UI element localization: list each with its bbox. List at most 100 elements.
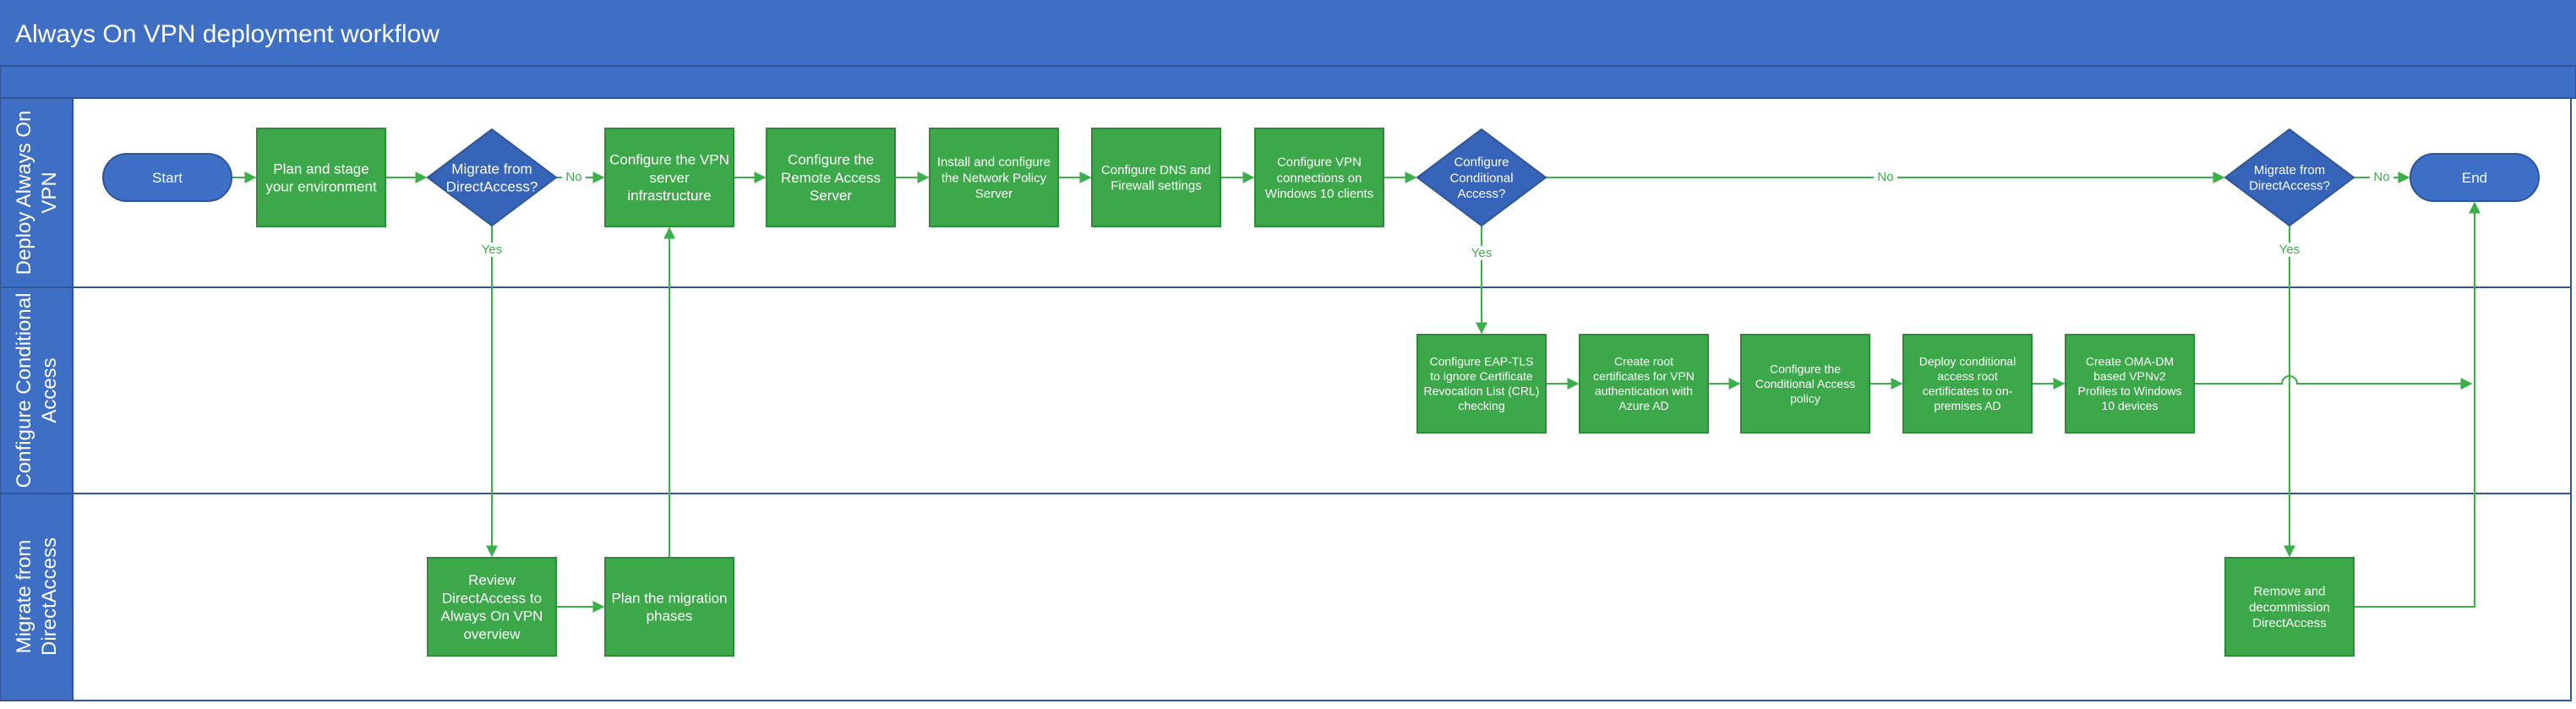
label-no-q2-bg bbox=[2370, 170, 2393, 184]
page-title: Always On VPN deployment workflow bbox=[15, 20, 439, 48]
label-no-q1-bg bbox=[562, 170, 586, 184]
start-node: Start bbox=[102, 153, 232, 202]
eap-tls-label-line: Configure EAP-TLS bbox=[1430, 355, 1534, 368]
nps-label-line: Server bbox=[975, 187, 1012, 201]
remote-access-label-line: Remote Access bbox=[781, 170, 881, 186]
cond-q-label-line: Conditional bbox=[1449, 171, 1513, 185]
end-node: End bbox=[2410, 153, 2540, 202]
review-label-line: Always On VPN bbox=[441, 608, 543, 624]
lane-body-conditional bbox=[72, 286, 2572, 494]
label-no-q2: No bbox=[2373, 170, 2389, 184]
remote-access-label-line: Configure the bbox=[788, 152, 874, 168]
process-box bbox=[1902, 334, 2033, 434]
cond-q-label-line: Configure bbox=[1454, 155, 1509, 170]
plan-label-line: Plan and stage bbox=[273, 161, 368, 177]
label-no-q1: No bbox=[565, 170, 581, 184]
vpn-server-label-line: server bbox=[649, 170, 690, 186]
lane-label-conditional-line2: Access bbox=[38, 357, 61, 423]
process-box bbox=[1091, 128, 1221, 227]
oma-dm-label-line: based VPNv2 bbox=[2093, 369, 2166, 383]
process-box bbox=[2065, 334, 2195, 434]
title-bar bbox=[0, 0, 2576, 66]
oma-dm-label-line: 10 devices bbox=[2102, 399, 2158, 412]
migrate-q2-label-line: Migrate from bbox=[2254, 163, 2325, 177]
migrate-q1-label-line: Migrate from bbox=[451, 161, 532, 177]
label-yes-q2: Yes bbox=[2279, 243, 2300, 257]
vpn-clients-label-line: Configure VPN bbox=[1277, 155, 1362, 170]
process-box bbox=[1740, 334, 1870, 434]
vpn-clients-label-line: Windows 10 clients bbox=[1265, 187, 1373, 201]
plan-migration-node: Plan the migration phases bbox=[604, 557, 734, 657]
process-box bbox=[1416, 334, 1547, 434]
lane-label-migrate-line1: Migrate from bbox=[13, 540, 35, 654]
edge-remove-end bbox=[2354, 201, 2480, 608]
label-yes-q1-bg bbox=[480, 243, 504, 257]
dns-label-line: Configure DNS and bbox=[1101, 163, 1211, 177]
process-box bbox=[604, 128, 734, 227]
lane-label-deploy: Deploy Always On VPN bbox=[13, 111, 61, 275]
root-certs-label-line: Azure AD bbox=[1618, 399, 1668, 412]
deploy-certs-label-line: premises AD bbox=[1934, 399, 2000, 412]
deploy-certs-label-line: access root bbox=[1937, 369, 1998, 383]
remove-label-line: Remove and bbox=[2253, 585, 2325, 599]
decision-diamond bbox=[426, 128, 558, 227]
remote-access-label-line: Server bbox=[810, 188, 852, 204]
process-box bbox=[2224, 557, 2355, 657]
ca-policy-label-line: Configure the bbox=[1770, 362, 1841, 375]
eap-tls-label-line: Revocation List (CRL) bbox=[1424, 384, 1540, 398]
nps-label-line: Install and configure bbox=[937, 155, 1051, 170]
lane-label-conditional: Configure Conditional Access bbox=[13, 293, 61, 488]
vpn-server-node: Configure the VPN server infrastructure bbox=[604, 128, 734, 227]
decision-diamond bbox=[2224, 128, 2355, 227]
lane-label-deploy-line1: Deploy Always On bbox=[13, 111, 35, 275]
lane-header-deploy bbox=[0, 97, 74, 288]
label-yes-q2-bg bbox=[2278, 243, 2301, 257]
plan-migration-label-line: Plan the migration bbox=[611, 590, 727, 606]
deploy-certs-label-line: certificates to on- bbox=[1923, 384, 2013, 398]
process-box bbox=[604, 557, 734, 657]
process-box bbox=[256, 128, 386, 227]
ca-policy-label-line: Conditional Access bbox=[1755, 377, 1855, 390]
lane-header-migrate bbox=[0, 493, 74, 701]
vpn-server-label-line: infrastructure bbox=[627, 188, 711, 204]
root-certs-label-line: certificates for VPN bbox=[1593, 369, 1695, 383]
label-yes-condq-bg bbox=[1470, 246, 1493, 260]
decision-diamond bbox=[1416, 128, 1547, 227]
end-label-line: End bbox=[2462, 170, 2487, 186]
cond-q-label-line: Access? bbox=[1458, 187, 1506, 201]
label-yes-condq: Yes bbox=[1471, 246, 1492, 260]
nps-label-line: the Network Policy bbox=[941, 171, 1047, 185]
migrate-q1-label-line: DirectAccess? bbox=[446, 179, 538, 195]
ca-policy-label-line: policy bbox=[1790, 391, 1820, 405]
lane-label-migrate: Migrate from DirectAccess bbox=[13, 537, 61, 656]
label-no-condq-bg bbox=[1874, 170, 1897, 184]
oma-dm-label-line: Profiles to Windows bbox=[2078, 384, 2182, 398]
plan-migration-label-line: phases bbox=[647, 608, 693, 624]
terminal-box bbox=[102, 153, 232, 202]
vpn-clients-label-line: connections on bbox=[1277, 171, 1362, 185]
root-certs-label-line: authentication with bbox=[1595, 384, 1693, 398]
dns-label-line: Firewall settings bbox=[1111, 179, 1202, 194]
root-certs-label-line: Create root bbox=[1614, 355, 1673, 368]
review-label-line: Review bbox=[468, 572, 516, 588]
lane-label-conditional-line1: Configure Conditional bbox=[13, 293, 35, 488]
deploy-certs-label-line: Deploy conditional bbox=[1919, 355, 2016, 368]
remove-label-line: DirectAccess bbox=[2252, 616, 2327, 630]
review-label-line: overview bbox=[463, 626, 521, 642]
vpn-server-label-line: Configure the VPN bbox=[609, 152, 729, 168]
label-no-condq: No bbox=[1877, 170, 1893, 184]
